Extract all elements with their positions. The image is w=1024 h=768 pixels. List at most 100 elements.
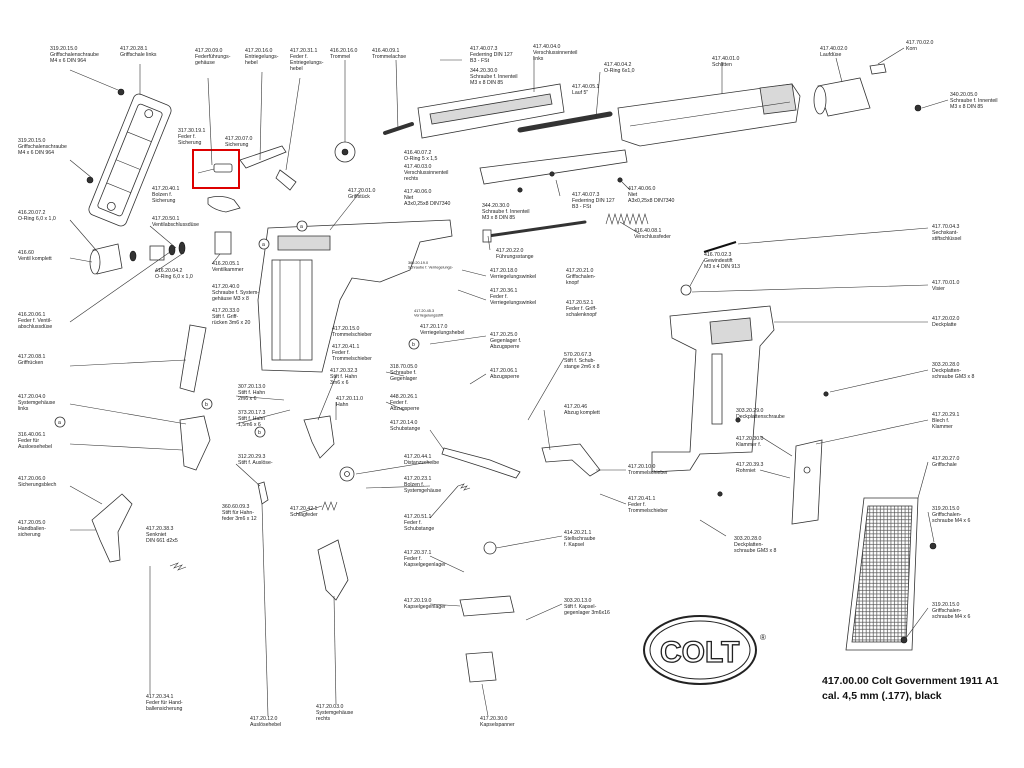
grip-clamp (791, 439, 823, 525)
frame (257, 219, 453, 373)
rear-sight-icon (680, 284, 692, 296)
release-lever (257, 481, 269, 505)
callout-markers: b b a a a b (54, 220, 420, 438)
inner-slide-left (417, 83, 565, 139)
screw-icon (117, 88, 125, 96)
grip-panel-left (88, 93, 172, 227)
trigger-group (179, 415, 211, 471)
valve-assembly (89, 231, 232, 275)
spring (457, 483, 471, 491)
trigger-complete (541, 443, 601, 477)
screw-icon (86, 176, 94, 184)
svg-text:b: b (205, 402, 208, 408)
front-sight (869, 63, 887, 75)
guide-rod (486, 220, 587, 238)
screw-icon (914, 104, 922, 112)
drum-axle (383, 122, 414, 135)
grip-panel-right (845, 497, 919, 651)
slide (617, 83, 801, 147)
housing-right (317, 539, 349, 601)
recoil-spring (605, 212, 649, 226)
inner-slide-right (479, 149, 628, 185)
trigger-bar (441, 447, 521, 479)
screw-icon (900, 636, 908, 644)
svg-text:cal. 4,5 mm (.177), black: cal. 4,5 mm (.177), black (822, 690, 942, 702)
disassembly-lever (239, 145, 287, 169)
drum (334, 141, 356, 163)
barrel-bushing (813, 77, 871, 117)
capsule-counter-bearing (459, 595, 515, 617)
spring (321, 501, 338, 511)
barrel (517, 111, 613, 133)
svg-text:b: b (258, 430, 261, 436)
